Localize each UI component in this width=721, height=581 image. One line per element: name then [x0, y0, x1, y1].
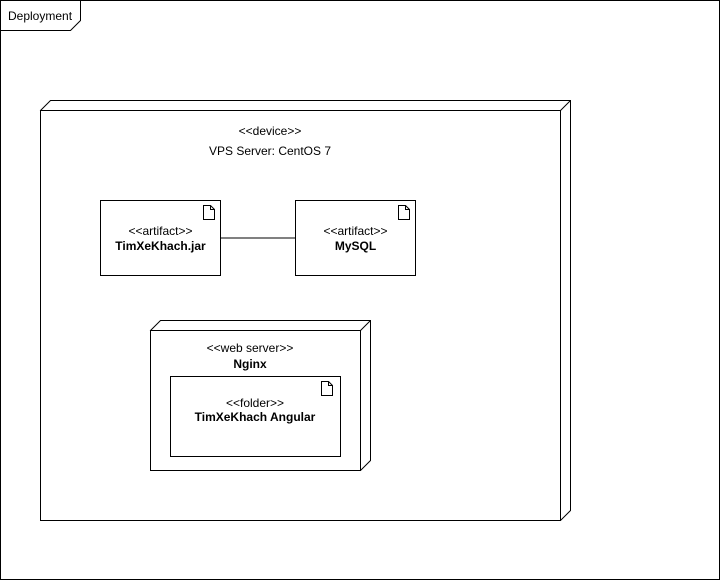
artifact-box [295, 200, 416, 276]
artifact-box [100, 200, 221, 276]
document-icon [398, 205, 410, 220]
deployment-frame-tab [0, 0, 81, 31]
web-server-stereotype: <<web server>> [207, 341, 294, 355]
artifact-stereotype: <<artifact>> [128, 224, 192, 238]
web-server-name: Nginx [233, 357, 267, 371]
device-name: VPS Server: CentOS 7 [209, 144, 331, 158]
artifact-mysql[interactable]: <<artifact>> MySQL [295, 200, 416, 276]
document-icon [321, 381, 333, 396]
folder-stereotype: <<folder>> [226, 396, 284, 410]
folder-name: TimXeKhach Angular [195, 410, 316, 424]
artifact-name: MySQL [335, 239, 376, 253]
artifact-name: TimXeKhach.jar [115, 239, 206, 253]
document-icon [203, 205, 215, 220]
web-server-node-edge [360, 320, 371, 331]
deployment-frame-label: Deployment [8, 9, 73, 23]
artifact-timxekhach-jar[interactable]: <<artifact>> TimXeKhach.jar [100, 200, 221, 276]
artifact-stereotype: <<artifact>> [323, 224, 387, 238]
folder-box [170, 376, 341, 457]
device-node-edge [560, 100, 571, 111]
device-stereotype: <<device>> [239, 124, 302, 138]
folder-artifact[interactable]: <<folder>> TimXeKhach Angular [170, 376, 341, 457]
